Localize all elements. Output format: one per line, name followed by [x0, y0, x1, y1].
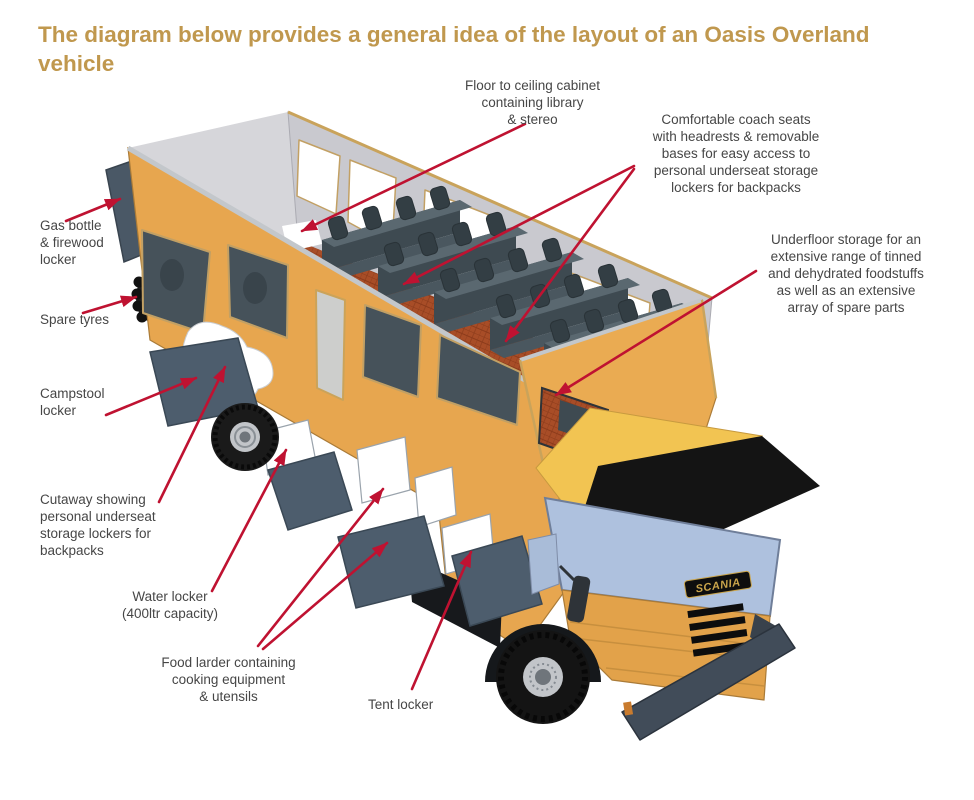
arrow-tent-locker — [410, 550, 473, 691]
callout-arrows — [64, 122, 758, 691]
label-campstool-locker: Campstool locker — [40, 386, 105, 418]
arrow-seats-2 — [504, 167, 636, 343]
arrow-gas-locker — [64, 197, 122, 223]
mirror — [567, 575, 591, 623]
open-door — [315, 289, 346, 401]
grille — [687, 603, 750, 657]
arrow-seats-1 — [402, 164, 636, 286]
label-coach-seats: Comfortable coach seats with headrests &… — [652, 112, 820, 195]
label-floor-cabinet: Floor to ceiling cabinet containing libr… — [464, 78, 601, 127]
label-cutaway-lockers: Cutaway showing personal underseat stora… — [40, 492, 156, 558]
page-title: The diagram below provides a general ide… — [38, 22, 870, 77]
cab: SCANIA — [485, 407, 820, 741]
label-spare-tyres: Spare tyres — [40, 312, 110, 327]
arrow-cutaway — [157, 365, 227, 504]
arrow-water-locker — [210, 448, 288, 593]
side-windows — [141, 229, 521, 426]
label-gas-firewood-locker: Gas bottle & firewood locker — [40, 218, 104, 267]
arrow-campstool — [104, 376, 198, 417]
scania-badge: SCANIA — [683, 570, 752, 599]
front-fender — [485, 624, 601, 682]
arrow-underfloor — [554, 269, 758, 397]
arrow-food-larder-2 — [261, 541, 389, 651]
front-bumper — [621, 623, 796, 741]
mirror-arm — [558, 564, 576, 582]
arrow-food-larder-1 — [256, 487, 385, 648]
indicator-light — [623, 701, 634, 716]
rear-wheel — [211, 403, 279, 471]
door-glass — [527, 533, 560, 595]
label-water-locker: Water locker (400ltr capacity) — [121, 589, 219, 621]
label-underfloor-storage: Underfloor storage for an extensive rang… — [768, 232, 924, 315]
food-locker-opening-1 — [356, 436, 411, 504]
open-locker-flaps — [149, 337, 543, 627]
arrow-spare-tyres — [81, 295, 138, 315]
label-food-larder: Food larder containing cooking equipment… — [161, 655, 296, 704]
cab-wheel — [496, 630, 590, 724]
arrow-cabinet — [300, 122, 527, 233]
food-locker-opening-2 — [414, 466, 457, 528]
label-tent-locker: Tent locker — [368, 697, 434, 712]
